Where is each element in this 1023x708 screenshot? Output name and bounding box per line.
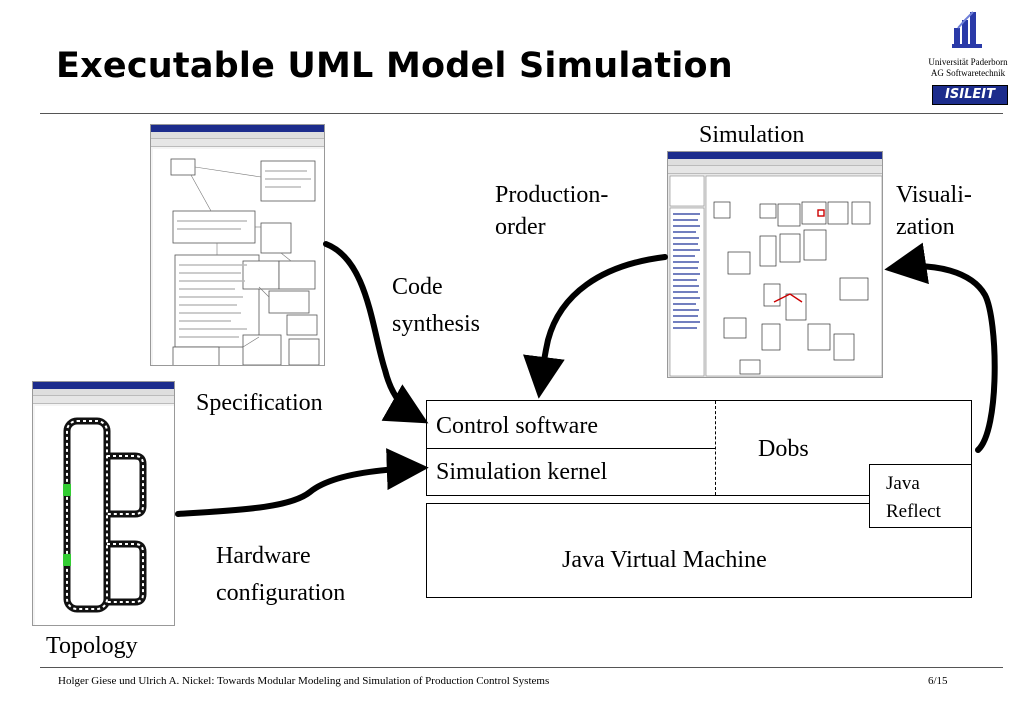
university-logo-icon xyxy=(952,11,982,48)
java-reflect-box xyxy=(869,464,972,528)
slide-title: Executable UML Model Simulation xyxy=(56,46,733,86)
isileit-logo: ISILEIT xyxy=(932,85,1008,105)
footer-citation: Holger Giese und Ulrich A. Nickel: Towar… xyxy=(58,675,550,687)
specification-label: Specification xyxy=(196,390,323,416)
control-kernel-divider xyxy=(426,448,716,449)
group-name: AG Softwaretechnik xyxy=(930,68,1006,78)
production-order-label-line2: order xyxy=(495,214,546,240)
production-order-label-line1: Production- xyxy=(495,182,609,208)
code-synthesis-label-line1: Code xyxy=(392,274,443,300)
visualization-arrow xyxy=(884,242,998,453)
visualization-label-line2: zation xyxy=(896,214,955,240)
dobs-dashed-divider xyxy=(715,401,716,495)
simulation-kernel-label: Simulation kernel xyxy=(436,459,608,485)
code-synthesis-arrow xyxy=(323,241,429,424)
topology-label: Topology xyxy=(46,633,138,659)
production-order-arrow xyxy=(523,254,668,399)
jvm-label: Java Virtual Machine xyxy=(562,547,767,573)
hardware-configuration-label-line2: configuration xyxy=(216,580,346,606)
specification-screenshot xyxy=(150,124,325,366)
simulation-screenshot xyxy=(667,151,883,378)
dobs-label: Dobs xyxy=(758,436,809,462)
java-reflect-label-line2: Reflect xyxy=(886,501,941,522)
page-number: 6/15 xyxy=(928,675,948,687)
university-name: Universität Paderborn xyxy=(928,57,1008,67)
visualization-label-line1: Visuali- xyxy=(896,182,972,208)
java-reflect-label-line1: Java xyxy=(886,473,920,494)
code-synthesis-label-line2: synthesis xyxy=(392,311,481,337)
top-divider xyxy=(40,113,1003,114)
topology-screenshot xyxy=(32,381,175,626)
simulation-label: Simulation xyxy=(699,122,805,148)
control-software-label: Control software xyxy=(436,413,598,439)
bottom-divider xyxy=(40,667,1003,668)
hardware-configuration-arrow xyxy=(175,448,429,517)
hardware-configuration-label-line1: Hardware xyxy=(216,543,311,569)
